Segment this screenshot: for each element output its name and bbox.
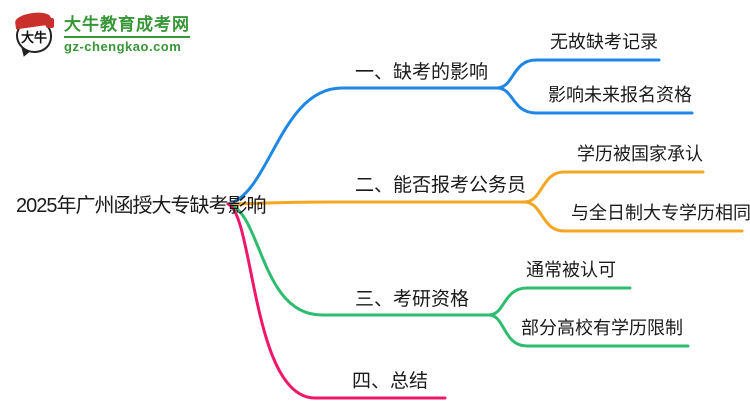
branch-1-child-2-line	[495, 86, 694, 115]
branch-1-child-1-line	[495, 58, 661, 90]
site-logo: 大牛 大牛教育成考网 gz-chengkao.com	[14, 10, 190, 59]
branch-2-lines	[226, 170, 744, 233]
logo-site-name: 大牛教育成考网	[64, 14, 190, 34]
branch-3-child-1-label: 通常被认可	[526, 260, 616, 280]
branch-2-child-1-line	[522, 170, 705, 204]
branch-3-label: 三、考研资格	[355, 289, 470, 310]
logo-icon-text: 大牛	[20, 29, 47, 45]
branch-1-child-2-label: 影响未来报名资格	[548, 85, 692, 105]
branch-3-lines	[226, 202, 690, 348]
branch-1-trunk-line	[226, 86, 499, 206]
mindmap-root-topic: 2025年广州函授大专缺考影响	[16, 195, 266, 217]
branch-3-trunk-line	[226, 202, 491, 317]
branch-4-trunk-line	[226, 202, 447, 400]
branch-3-child-1-line	[487, 286, 632, 317]
logo-red-seal	[46, 18, 54, 28]
branch-4-lines	[226, 202, 447, 400]
branch-1-child-1-label: 无故缺考记录	[550, 32, 658, 52]
branch-2-label: 二、能否报考公务员	[355, 175, 527, 196]
branch-3-child-2-line	[487, 313, 690, 348]
branch-4-label: 四、总结	[352, 371, 429, 392]
logo-text-block: 大牛教育成考网 gz-chengkao.com	[64, 15, 190, 54]
branch-2-child-2-label: 与全日制大专学历相同	[571, 203, 750, 223]
branch-2-child-1-label: 学历被国家承认	[577, 144, 703, 164]
branch-2-child-2-line	[522, 200, 744, 233]
branch-1-lines	[226, 58, 694, 206]
branch-2-trunk-line	[226, 200, 526, 206]
logo-site-domain: gz-chengkao.com	[64, 35, 190, 54]
branch-3-child-2-label: 部分高校有学历限制	[521, 318, 683, 338]
branch-1-label: 一、缺考的影响	[355, 62, 489, 83]
logo-bull-icon: 大牛	[14, 10, 56, 59]
